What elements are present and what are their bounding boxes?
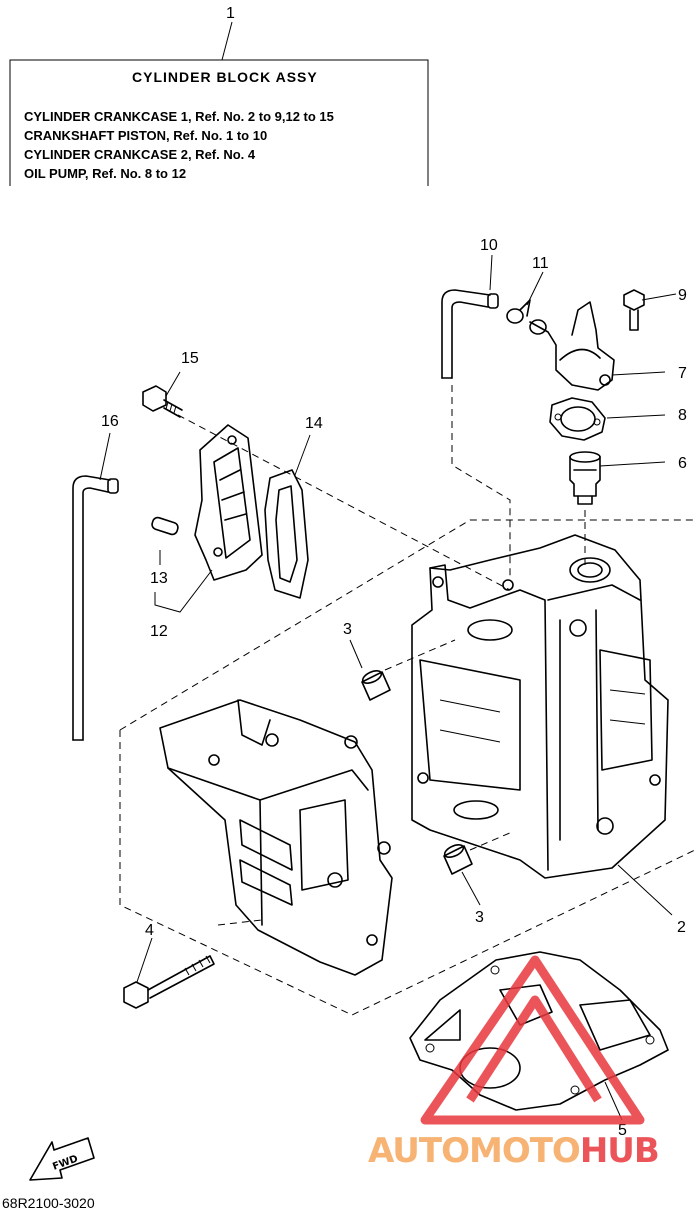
watermark-text: AUTOMOTOHUB xyxy=(368,1131,659,1171)
callout-numbers: 15 16 14 13 12 10 11 9 7 8 6 3 3 2 4 5 xyxy=(101,237,687,1139)
info-box: 1 CYLINDER BLOCK ASSY CYLINDER CRANKCASE… xyxy=(9,5,429,186)
alignment-line-dowel-upper xyxy=(384,639,456,671)
info-line-4: OIL PUMP, Ref. No. 8 to 12 xyxy=(24,166,186,181)
assembly-boundary-upper xyxy=(119,519,695,731)
assembly-boundary-lower xyxy=(119,730,695,1016)
alignment-line-dowel-lower xyxy=(469,831,513,851)
info-line-3: CYLINDER CRANKCASE 2, Ref. No. 4 xyxy=(24,147,256,162)
callout-8: 8 xyxy=(678,407,687,424)
thermostat-part-6 xyxy=(569,451,601,505)
cylinder-crankcase-part-2 xyxy=(411,534,669,879)
fwd-arrow: FWD xyxy=(29,1137,95,1181)
callout-11: 11 xyxy=(532,255,549,272)
alignment-line-long-bolt xyxy=(217,919,263,926)
callout-10: 10 xyxy=(480,237,498,254)
callout-4: 4 xyxy=(145,922,154,939)
callout-6: 6 xyxy=(678,455,687,472)
crankcase-part-4-body xyxy=(159,699,393,976)
fwd-label: FWD xyxy=(51,1154,79,1173)
pin-part-13 xyxy=(151,516,179,536)
dowel-part-3-upper xyxy=(361,670,391,701)
watermark-logo xyxy=(420,955,645,1125)
cover-part-12 xyxy=(194,424,263,581)
callout-9: 9 xyxy=(678,287,687,304)
info-line-1: CYLINDER CRANKCASE 1, Ref. No. 2 to 9,12… xyxy=(24,109,334,124)
callout-13: 13 xyxy=(150,570,168,587)
callout-3-upper: 3 xyxy=(343,621,352,638)
callout-3-lower: 3 xyxy=(475,909,484,926)
callout-1: 1 xyxy=(226,5,235,22)
clip-part-11 xyxy=(506,299,531,324)
gasket-part-14 xyxy=(264,469,309,599)
dowel-part-3-lower xyxy=(443,844,473,875)
alignment-line-hose xyxy=(451,385,511,580)
callout-14: 14 xyxy=(305,415,323,432)
info-line-2: CRANKSHAFT PISTON, Ref. No. 1 to 10 xyxy=(24,128,267,143)
gasket-part-5 xyxy=(409,951,669,1111)
callout-12: 12 xyxy=(150,623,168,640)
callout-5: 5 xyxy=(618,1122,627,1139)
info-box-title: CYLINDER BLOCK ASSY xyxy=(132,69,318,85)
watermark-hub: HUB xyxy=(580,1131,659,1171)
gasket-part-8 xyxy=(549,397,606,441)
callout-15: 15 xyxy=(181,350,199,367)
long-bolt-part-4 xyxy=(123,955,215,1009)
bolt-part-9 xyxy=(623,289,645,331)
hose-part-16 xyxy=(72,475,119,741)
watermark-auto: AUTO xyxy=(368,1131,469,1171)
callout-2: 2 xyxy=(677,919,686,936)
drawing-code: 68R2100-3020 xyxy=(2,1195,95,1211)
callout-7: 7 xyxy=(678,365,687,382)
watermark: AUTOMOTOHUB xyxy=(368,955,660,1171)
callout-leaders xyxy=(99,254,677,1121)
thermostat-cover-part-7 xyxy=(529,301,615,391)
watermark-moto: MOTO xyxy=(469,1131,580,1171)
callout-leader-1 xyxy=(221,21,233,61)
bolt-part-15 xyxy=(142,385,183,418)
hose-part-10 xyxy=(441,289,499,379)
callout-16: 16 xyxy=(101,413,119,430)
